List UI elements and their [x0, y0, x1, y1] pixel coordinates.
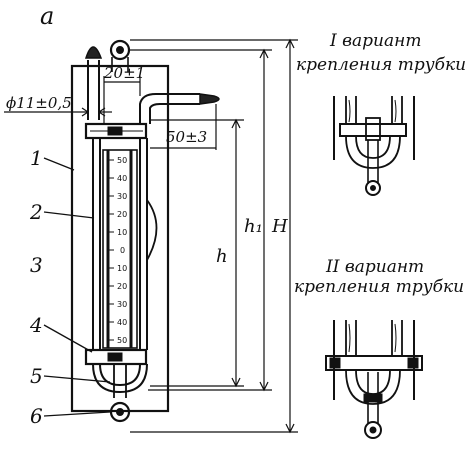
u-bend	[92, 363, 148, 394]
outlet-tube	[139, 93, 200, 124]
part-label-2: 2	[29, 200, 43, 224]
dim-tube-diameter: ϕ11±0,5	[6, 94, 72, 112]
scale-tick-label: 10	[117, 264, 127, 273]
outlet-nozzle	[199, 93, 220, 105]
variant-1-subtitle: крепления трубки	[296, 55, 466, 75]
scale-tick-label: 40	[117, 318, 127, 327]
part-label-4: 4	[29, 313, 43, 337]
leader-lines	[43, 157, 111, 417]
dim-bracket-width: 20±1	[103, 64, 145, 82]
u-tube-left	[92, 138, 101, 350]
dim-outlet-offset: 50±3	[166, 128, 207, 146]
scale-plate	[102, 149, 138, 349]
scale-tick-label: 50	[117, 156, 127, 165]
part-label-1: 1	[30, 146, 43, 170]
scale-tick-label: 30	[117, 300, 127, 309]
left-tube-cap	[84, 46, 103, 59]
scale-tick-label: 30	[117, 192, 127, 201]
tube-bulge	[146, 199, 158, 261]
top-mount-ring	[109, 39, 131, 61]
scale-labels: 50 40 30 20 10 0 10 20 30 40 50	[117, 156, 127, 345]
part-label-6: 6	[30, 404, 43, 428]
variant-1-detail	[333, 96, 415, 196]
top-clamp	[84, 122, 148, 140]
scale-tick-label: 20	[117, 282, 127, 291]
part-label-3: 3	[30, 253, 43, 277]
bottom-mount-ring	[109, 401, 131, 423]
part-label-5: 5	[30, 364, 43, 388]
dim-height-h1: h₁	[244, 216, 263, 237]
variant-2-title: II вариант	[325, 257, 424, 277]
dim-height-H: H	[271, 216, 288, 237]
left-tube-top	[87, 60, 100, 120]
variant-1-title: I вариант	[329, 31, 421, 51]
dim-height-h: h	[216, 246, 228, 267]
dimension-lines	[4, 38, 298, 434]
scale-tick-label: 20	[117, 210, 127, 219]
variant-2-detail	[325, 320, 423, 439]
u-tube-right	[139, 138, 148, 350]
scale-tick-label: 50	[117, 336, 127, 345]
figure-letter: а	[40, 2, 54, 30]
main-instrument	[70, 39, 220, 423]
variant-2-subtitle: крепления трубки	[294, 277, 464, 297]
bottom-clamp	[84, 348, 148, 366]
scale-tick-label: 0	[120, 246, 125, 255]
scale-tick-label: 40	[117, 174, 127, 183]
scale-tick-label: 10	[117, 228, 127, 237]
